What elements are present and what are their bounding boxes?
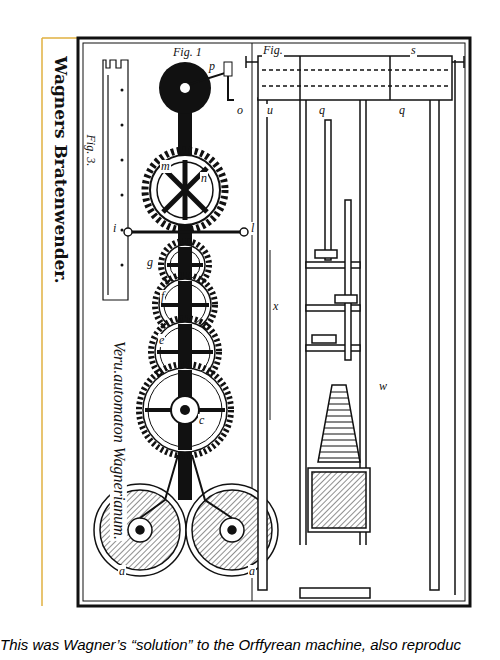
fusee-winding bbox=[327, 410, 350, 411]
part-letter: Fig. 1 bbox=[172, 46, 203, 59]
fusee-winding bbox=[325, 422, 352, 423]
caption: This was Wagner’s “solution” to the Orff… bbox=[0, 636, 461, 653]
part-letter: p bbox=[208, 60, 216, 73]
part-letter: s bbox=[410, 44, 417, 57]
fusee-winding bbox=[319, 458, 360, 459]
part-letter: Fig. bbox=[262, 44, 284, 57]
part-letter: l bbox=[250, 222, 255, 235]
fusee-winding bbox=[324, 428, 354, 429]
part-letter: a bbox=[118, 565, 126, 578]
fusee-winding bbox=[331, 392, 348, 393]
fusee-winding bbox=[330, 398, 349, 399]
part-letter: c bbox=[198, 414, 205, 427]
part-letter: q bbox=[318, 104, 326, 117]
gear-teeth bbox=[139, 364, 231, 456]
part-letter: g bbox=[146, 256, 154, 269]
part-letter: f bbox=[160, 290, 165, 303]
bar-hole bbox=[121, 89, 124, 92]
part-letter: e bbox=[158, 334, 165, 347]
fusee-winding bbox=[322, 440, 356, 441]
vertical-inscription: Fig. 3. bbox=[85, 133, 98, 167]
title: Wagners Bratenwender. bbox=[51, 54, 71, 285]
part-letter: n bbox=[200, 172, 208, 185]
part-letter: i bbox=[112, 222, 117, 235]
bar-hole bbox=[121, 229, 124, 232]
bar-hole bbox=[121, 159, 124, 162]
bar-hole bbox=[121, 124, 124, 127]
fusee-winding bbox=[320, 452, 358, 453]
bar-hole bbox=[121, 194, 124, 197]
part-letter: o bbox=[236, 104, 244, 117]
part-letter: x bbox=[272, 300, 279, 313]
part-letter: q bbox=[398, 104, 406, 117]
gear-axle bbox=[180, 405, 190, 415]
fusee-winding bbox=[326, 416, 351, 417]
fusee-winding bbox=[321, 446, 357, 447]
vertical-inscription: Veru.automaton Wagnerianum. bbox=[110, 340, 127, 541]
gear-hub bbox=[171, 396, 199, 424]
gear-rim bbox=[143, 368, 227, 452]
part-letter: w bbox=[378, 380, 388, 393]
bar-hole bbox=[121, 264, 124, 267]
part-letter: m bbox=[160, 160, 171, 173]
gear-spoke bbox=[178, 370, 192, 450]
part-letter: a bbox=[248, 565, 256, 578]
fusee-winding bbox=[323, 434, 355, 435]
part-letter: u bbox=[266, 104, 274, 117]
fusee-winding bbox=[329, 404, 350, 405]
